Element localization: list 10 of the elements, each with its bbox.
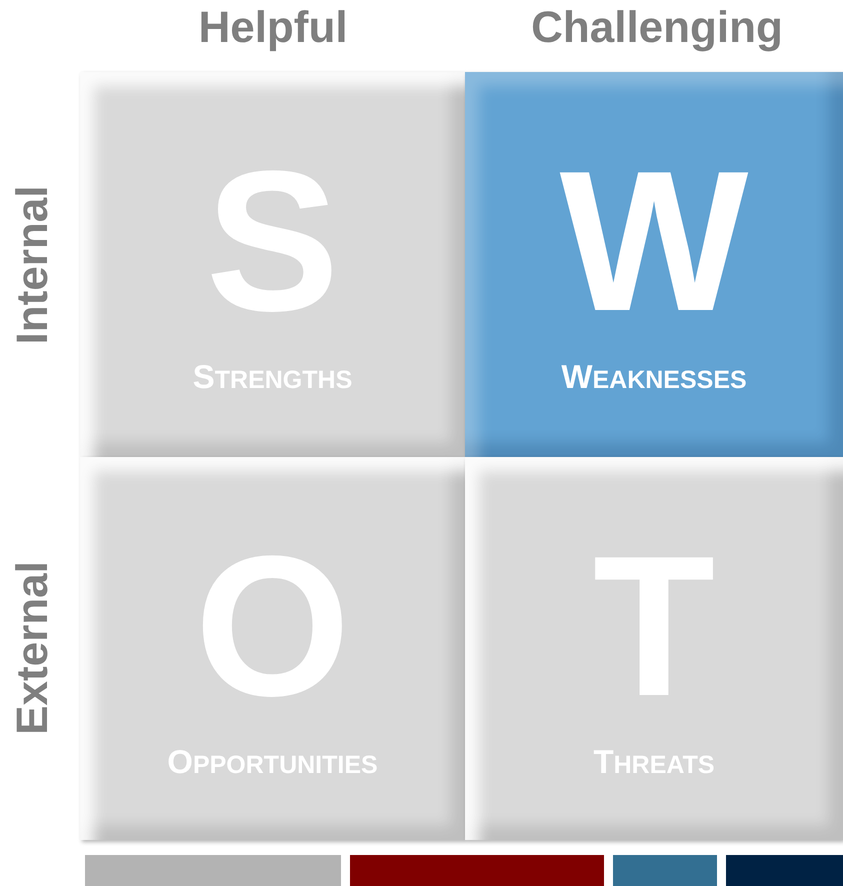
column-heading: Challenging xyxy=(531,3,783,53)
quadrant-tile xyxy=(80,457,465,840)
quadrant-title: WEAKNESSES xyxy=(561,362,747,395)
row-heading: External xyxy=(8,561,58,735)
column-heading: Helpful xyxy=(198,3,348,53)
quadrant-tile xyxy=(80,72,465,457)
row-heading: Internal xyxy=(8,186,58,344)
quadrant-tile xyxy=(465,72,843,457)
quadrant-tile xyxy=(465,457,843,840)
quadrant-letter: W xyxy=(560,142,748,342)
